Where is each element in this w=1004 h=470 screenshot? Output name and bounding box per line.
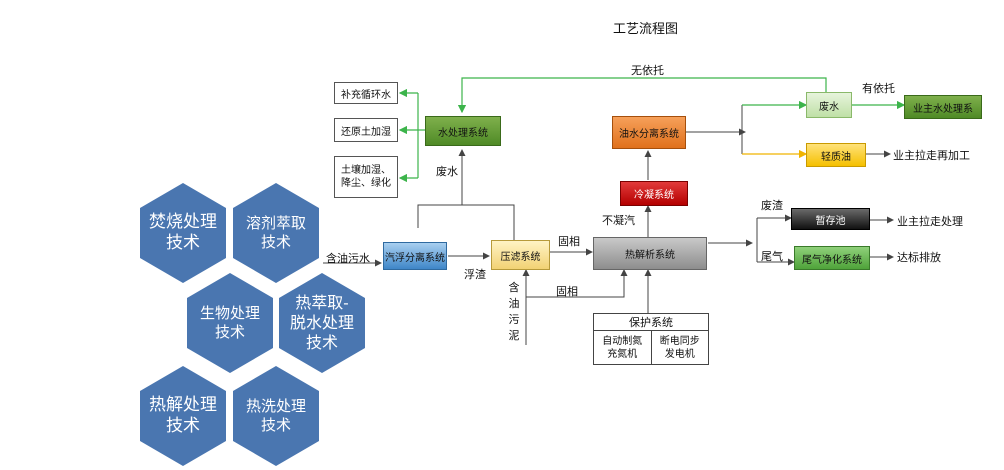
label-scum: 浮渣	[464, 268, 486, 281]
label-discharge: 达标排放	[897, 251, 941, 264]
node-thermal-desorption: 热解析系统	[593, 237, 707, 270]
node-soil-greening: 土壤加湿、降尘、绿化	[334, 156, 398, 198]
label-solid-phase-2: 固相	[556, 285, 578, 298]
node-water-treatment: 水处理系统	[425, 116, 501, 146]
node-condensation: 冷凝系统	[620, 181, 688, 206]
node-tail-gas-purification: 尾气净化系统	[794, 246, 870, 270]
label-non-condensable: 不凝汽	[602, 214, 635, 227]
node-wastewater: 废水	[806, 92, 852, 118]
node-supply-water: 补充循环水	[334, 82, 398, 104]
label-waste-water: 废水	[436, 165, 458, 178]
protection-nitrogen: 自动制氮充氮机	[594, 331, 652, 364]
node-oil-water-separation: 油水分离系统	[612, 116, 686, 149]
label-no-entrust: 无依托	[631, 64, 664, 77]
label-has-entrust: 有依托	[862, 82, 895, 95]
label-owner-reprocess: 业主拉走再加工	[893, 149, 970, 162]
node-restore-soil: 还原土加湿	[334, 118, 398, 142]
node-owner-water-treatment: 业主水处理系	[904, 95, 982, 119]
label-waste-residue: 废渣	[761, 199, 783, 212]
label-owner-handle: 业主拉走处理	[897, 215, 963, 228]
protection-generator: 断电同步发电机	[659, 335, 700, 360]
protection-title: 保护系统	[594, 314, 708, 332]
label-tail-gas: 尾气	[761, 250, 783, 263]
node-protection-system: 保护系统 自动制氮充氮机 断电同步发电机	[593, 313, 709, 365]
node-light-oil: 轻质油	[806, 143, 866, 167]
label-oily-sewage: 含油污水	[326, 252, 370, 265]
diagram-title: 工艺流程图	[613, 22, 679, 37]
label-oily-sludge: 含油污泥	[508, 281, 520, 342]
node-filter-press: 压滤系统	[491, 240, 550, 270]
label-solid-phase-1: 固相	[558, 235, 580, 248]
node-flotation: 汽浮分离系统	[383, 242, 447, 270]
node-temporary-storage: 暂存池	[791, 208, 870, 230]
